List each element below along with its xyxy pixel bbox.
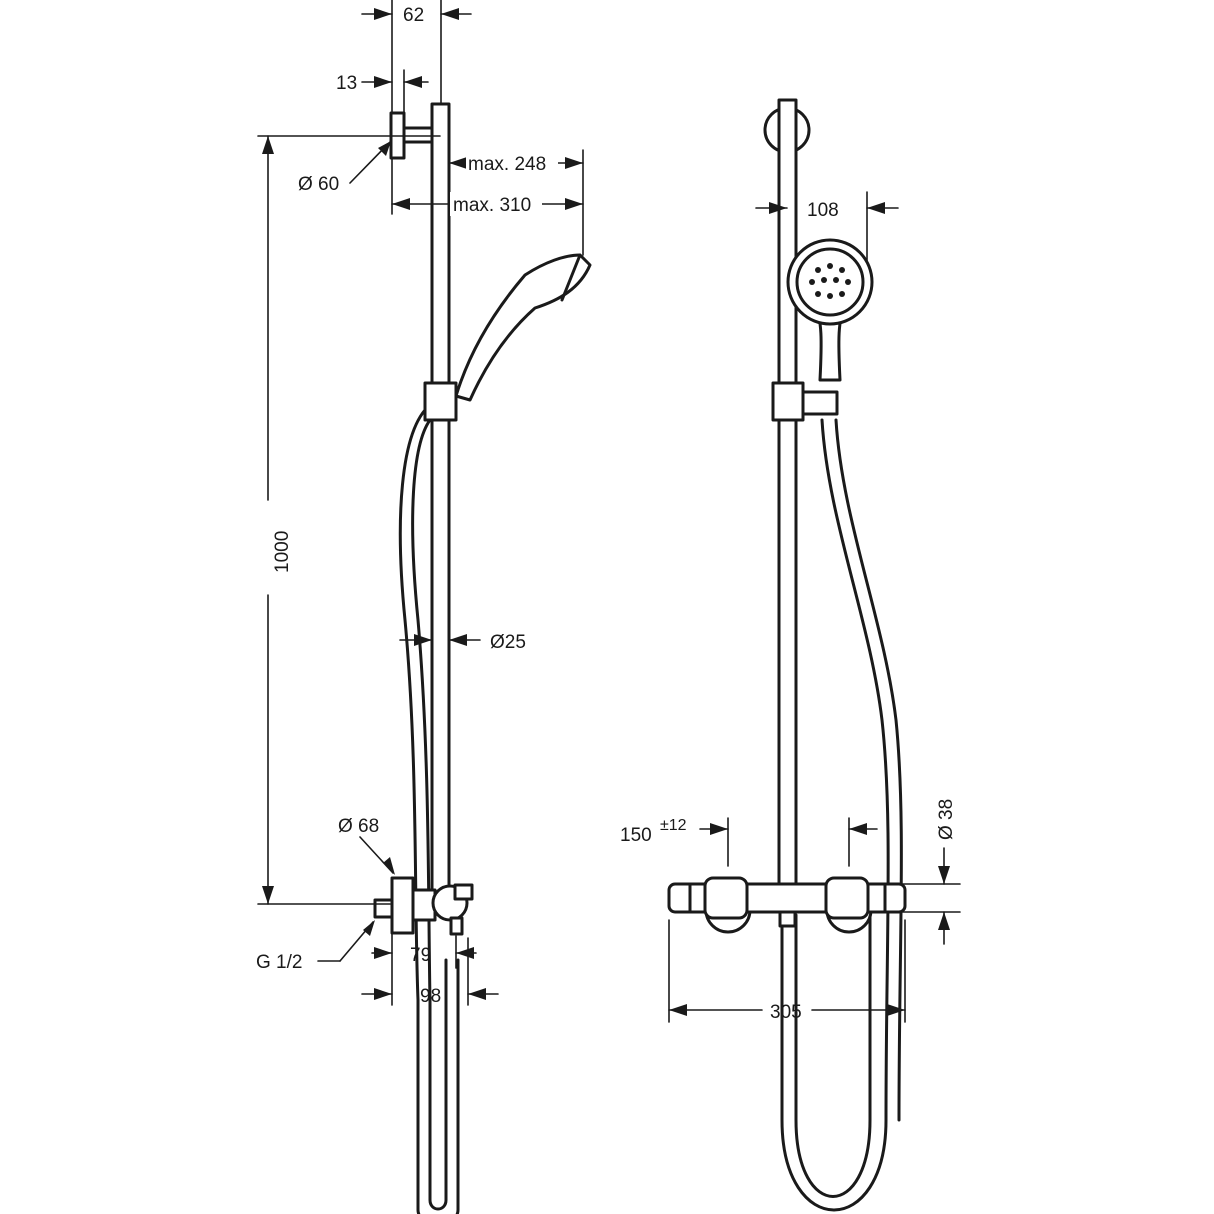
dim-diameter-60: Ø 60 xyxy=(298,174,339,195)
side-view: 62 13 Ø 60 max. 248 max. 310 1000 xyxy=(256,0,592,1214)
front-hose-inner xyxy=(834,418,903,1122)
dim-g-half-inch: G 1/2 xyxy=(256,952,302,973)
front-spray-nozzles xyxy=(809,263,851,299)
front-rail xyxy=(777,98,798,892)
side-outlet xyxy=(449,916,464,936)
dim-150-tolerance: ±12 xyxy=(660,817,687,834)
dim-62: 62 xyxy=(403,5,424,26)
side-wall-rose-bottom xyxy=(390,876,415,935)
side-hand-shower xyxy=(454,253,592,402)
dim-diameter-68: Ø 68 xyxy=(338,816,379,837)
front-outlet xyxy=(778,910,797,928)
front-slider xyxy=(771,381,805,422)
dim-150: 150 xyxy=(620,825,652,846)
front-hose-outer xyxy=(780,418,890,1212)
front-left-handle xyxy=(703,876,749,920)
side-shower-face xyxy=(560,253,582,302)
front-shower-face xyxy=(795,247,865,317)
side-hose-outer xyxy=(398,403,460,1214)
side-hose-inner xyxy=(411,418,448,1211)
dim-max-248: max. 248 xyxy=(468,154,546,175)
dim-98: 98 xyxy=(420,986,441,1007)
dim-max-310: max. 310 xyxy=(453,195,531,216)
dim-108: 108 xyxy=(807,200,839,221)
dim-13: 13 xyxy=(336,73,357,94)
dim-1000: 1000 xyxy=(272,531,293,573)
dim-305: 305 xyxy=(770,1002,802,1023)
front-view: 108 150 ±12 Ø 38 305 xyxy=(620,98,961,1212)
front-right-handle xyxy=(824,876,870,920)
front-holder xyxy=(801,390,839,416)
dim-79: 79 xyxy=(410,945,431,966)
side-bracket-arm xyxy=(402,126,434,144)
side-rail xyxy=(430,102,451,904)
side-inlet xyxy=(373,898,394,919)
side-slider xyxy=(423,381,458,422)
front-hose-inner-bottom xyxy=(794,898,872,1198)
dim-diameter-38: Ø 38 xyxy=(936,799,957,840)
side-mixer-cap xyxy=(453,883,474,901)
dim-diameter-25: Ø25 xyxy=(490,632,526,653)
